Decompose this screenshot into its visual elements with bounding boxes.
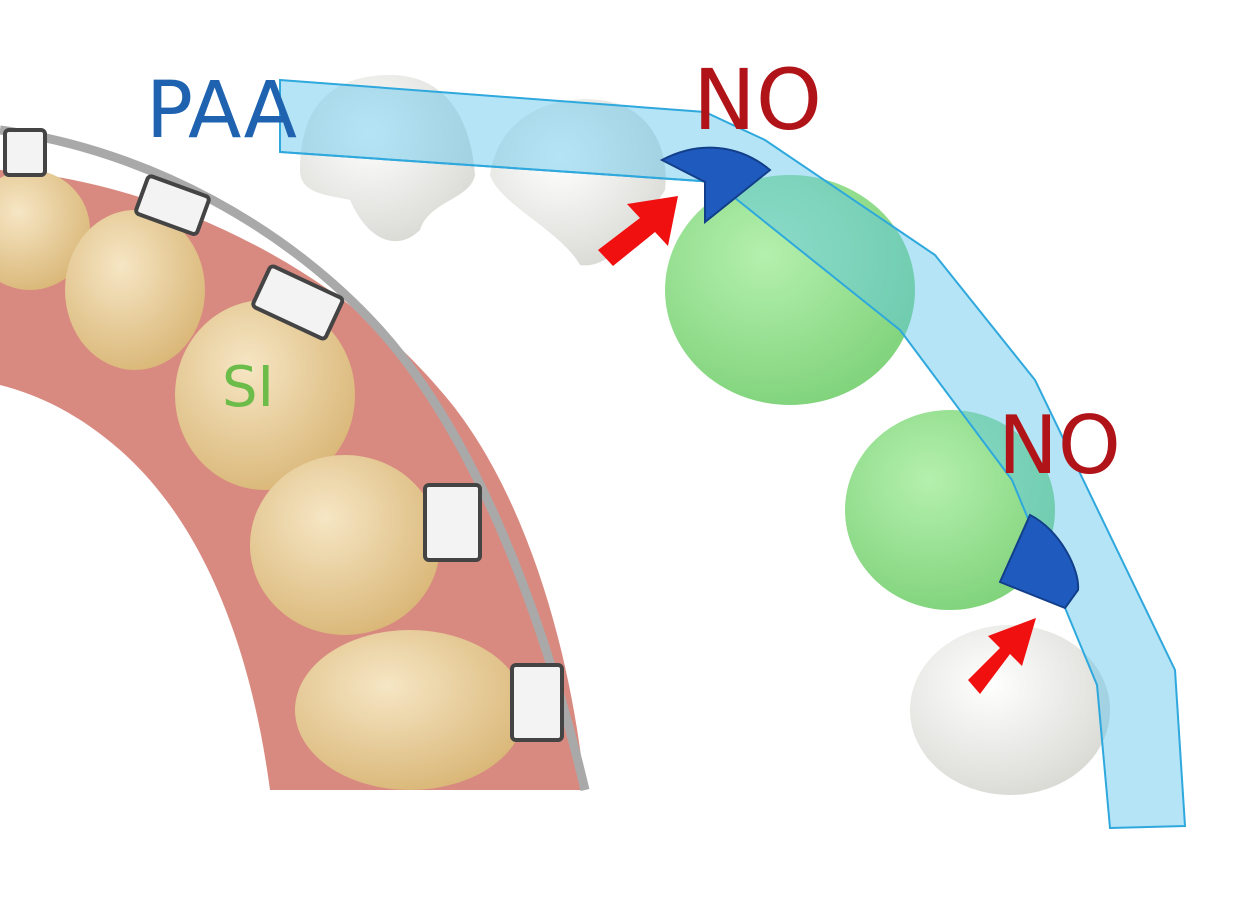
collision-wedge-top	[659, 146, 772, 225]
setup-teeth	[300, 75, 1110, 795]
no-label-right: NO	[998, 399, 1121, 492]
collision-wedge-right	[998, 513, 1080, 610]
patient-teeth	[0, 170, 525, 790]
arrow-icon-top	[598, 196, 678, 266]
si-label: SI	[222, 355, 275, 420]
archwire	[0, 125, 590, 792]
brackets	[3, 128, 564, 742]
paa-band	[279, 78, 1187, 830]
no-label-top: NO	[693, 51, 822, 149]
paa-label: PAA	[146, 66, 297, 156]
arrow-icon-right	[968, 618, 1036, 694]
band-edge	[279, 151, 716, 183]
